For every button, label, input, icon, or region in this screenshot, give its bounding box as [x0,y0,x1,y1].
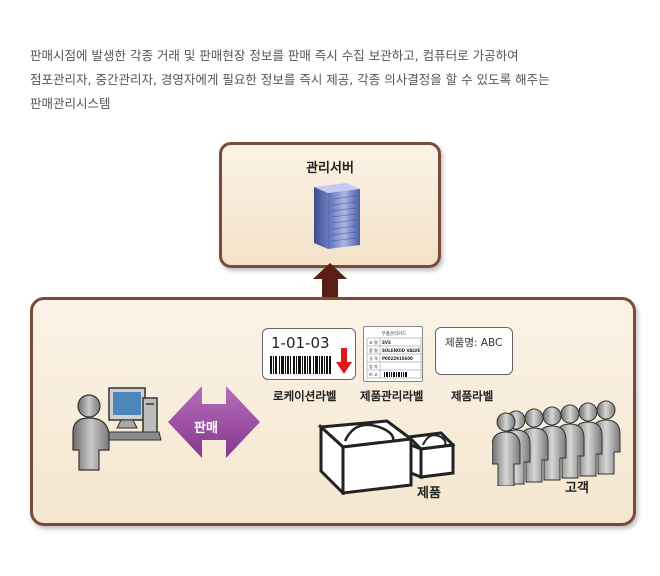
management-card-header: 부품관리카드 [382,330,407,337]
barcode-icon [270,356,331,374]
upload-arrow-icon [313,263,347,299]
product-management-label-caption: 제품관리라벨 [360,389,424,403]
product-management-label-card: 부품관리카드 코 명 SVS 품 명 SOLENOID VALVE 규 격 P0… [363,326,423,382]
server-title: 관리서버 [306,161,354,176]
product-boxes-icon [317,419,455,495]
sale-double-arrow-icon [168,386,260,458]
mgmt-row-key: 비 고 [369,371,378,377]
down-arrow-icon [336,348,352,374]
pos-operator-icon [72,387,162,471]
mgmt-row-value: SVS [382,340,391,345]
intro-paragraph: 판매시점에 발생한 각종 거래 및 판매현장 정보를 판매 즉시 수집 보관하고… [30,44,630,116]
location-code: 1-01-03 [271,334,330,352]
product-label-caption: 제품라벨 [451,389,494,403]
mgmt-row-key: 코 명 [369,339,378,345]
intro-line-2: 점포관리자, 중간관리자, 경영자에게 필요한 정보를 즉시 제공, 각종 의사… [30,72,550,87]
mgmt-row-key: 품 명 [369,347,378,353]
mgmt-row-key: 규 격 [369,355,378,361]
products-caption: 제품 [417,486,441,501]
location-label-caption: 로케이션라벨 [273,389,337,403]
mgmt-row-key: 업 자 [369,363,378,369]
sale-label: 판매 [194,421,218,436]
intro-line-3: 판매관리시스템 [30,96,111,111]
sales-floor-box: 1-01-03 로케이션라벨 부품관리카드 [30,297,636,526]
product-label-text: 제품명: ABC [445,337,503,349]
server-tower-icon [314,183,360,249]
customers-caption: 고객 [565,481,589,496]
mgmt-row-value: P0022915600 [382,356,413,361]
customers-group-icon [492,400,621,486]
management-card-table: 부품관리카드 코 명 SVS 품 명 SOLENOID VALVE 규 격 P0… [366,330,422,379]
intro-line-1: 판매시점에 발생한 각종 거래 및 판매현장 정보를 판매 즉시 수집 보관하고… [30,48,519,63]
product-label-card: 제품명: ABC [435,327,513,375]
location-label-card: 1-01-03 [262,328,356,380]
server-box: 관리서버 [219,142,441,268]
mgmt-row-value: SOLENOID VALVE [382,348,421,353]
